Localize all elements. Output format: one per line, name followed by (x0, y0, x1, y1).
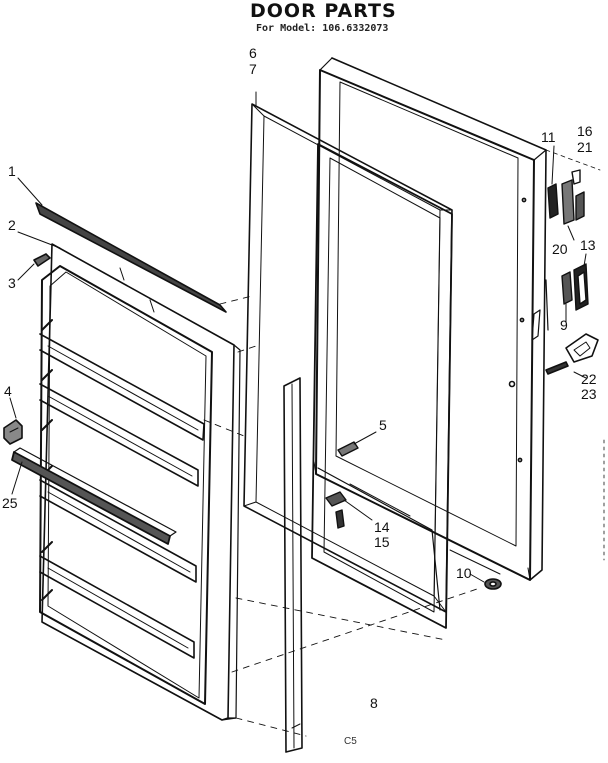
callout-16: 16 (577, 123, 593, 139)
breaker-strip-part-8 (283, 377, 303, 753)
bracket-part-5 (337, 441, 359, 457)
hidden-lines (203, 295, 481, 737)
leader-8 (291, 723, 301, 729)
door-gasket (243, 103, 453, 613)
shelf-bar-part-25 (11, 447, 177, 545)
callout-25: 25 (2, 495, 18, 511)
callout-15: 15 (374, 534, 390, 550)
clip-part-3 (33, 253, 51, 267)
callout-10: 10 (456, 565, 472, 581)
door-panel (311, 143, 453, 629)
leader-14 (343, 499, 373, 521)
callout-11: 11 (541, 129, 556, 145)
outer-door-frame (313, 57, 605, 581)
leader-4 (9, 397, 17, 419)
diagram-title: DOOR PARTS (250, 0, 397, 22)
callout-22: 22 (581, 371, 597, 387)
leader-22 (573, 371, 587, 379)
leader-20 (567, 225, 575, 241)
leader-1 (17, 177, 43, 206)
callout-14: 14 (374, 519, 390, 535)
leader-3 (17, 263, 35, 281)
diagram-subtitle: For Model: 106.6332073 (256, 23, 389, 34)
handle-part-22 (545, 333, 599, 375)
callout-8: 8 (370, 695, 378, 711)
leader-10 (469, 573, 485, 583)
callout-4: 4 (4, 383, 12, 399)
footer-code: C5 (344, 736, 357, 747)
callout-5: 5 (379, 417, 387, 433)
hinge-plates (547, 169, 585, 225)
top-trim-strip (35, 202, 227, 313)
leader-2 (17, 231, 61, 249)
bracket-part-4 (3, 419, 23, 445)
bushing-part-10 (484, 578, 502, 590)
callout-20: 20 (552, 241, 568, 257)
latch-plates (561, 263, 589, 311)
leader-13 (583, 253, 587, 267)
callout-1: 1 (8, 163, 16, 179)
callout-2: 2 (8, 217, 16, 233)
leader-5 (353, 431, 377, 445)
callout-3: 3 (8, 275, 16, 291)
callout-6: 6 (249, 45, 257, 61)
callout-7: 7 (249, 61, 257, 77)
leader-11 (551, 145, 555, 185)
inner-door-liner (39, 243, 241, 721)
callout-9: 9 (560, 317, 568, 333)
callout-23: 23 (581, 386, 597, 402)
callout-21: 21 (577, 139, 593, 155)
hinge-part-14 (325, 491, 347, 529)
leader-25 (11, 461, 23, 495)
callout-13: 13 (580, 237, 596, 253)
